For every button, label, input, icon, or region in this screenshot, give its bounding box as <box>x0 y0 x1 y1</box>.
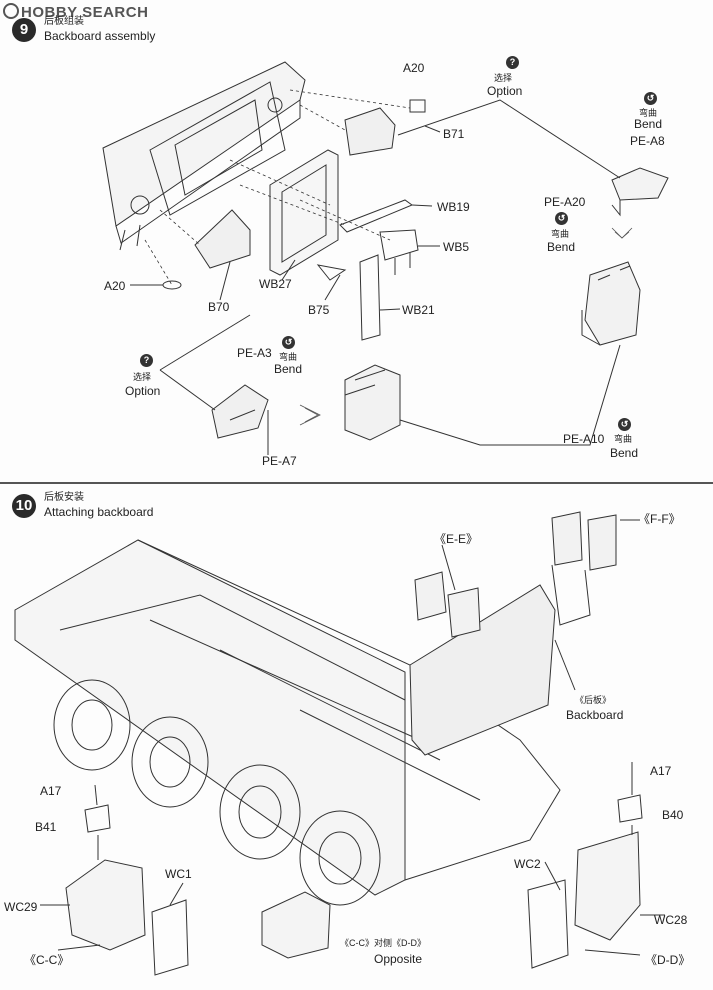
arrow-icon <box>299 227 633 426</box>
pe-a8-part <box>611 167 669 201</box>
label-cc: 《C-C》 <box>24 953 70 967</box>
pe-a7-part <box>211 384 269 439</box>
option-icon: ? <box>140 354 153 367</box>
label-option-cn: 选择 <box>494 73 513 83</box>
wheel-2 <box>131 716 209 808</box>
wheel-4 <box>299 810 381 906</box>
step-9-title-en: Backboard assembly <box>44 29 156 43</box>
label-wc28: WC28 <box>654 913 688 927</box>
label-a20-left: A20 <box>104 279 126 293</box>
label-bend-en-2: Bend <box>547 240 576 254</box>
label-wb21: WB21 <box>402 303 435 317</box>
step-9-badge: 9 <box>12 18 36 42</box>
hull-part <box>14 539 406 896</box>
wheel-1 <box>53 679 131 771</box>
label-option-cn-2: 选择 <box>133 372 152 382</box>
label-bend-cn-2: 弯曲 <box>551 229 570 239</box>
label-pe-a3: PE-A3 <box>237 346 272 360</box>
label-b41: B41 <box>35 820 57 834</box>
label-wb19: WB19 <box>437 200 470 214</box>
label-dd: 《D-D》 <box>645 953 691 967</box>
label-wb27: WB27 <box>259 277 292 291</box>
label-backboard-cn: 《后板》 <box>575 695 612 705</box>
label-option-en: Option <box>487 84 523 98</box>
logo-icon <box>3 3 19 19</box>
wc28-part <box>574 831 641 941</box>
jerrycan-ff-2 <box>587 514 617 571</box>
label-ff: 《F-F》 <box>638 512 681 526</box>
label-bend-en-3: Bend <box>274 362 303 376</box>
jerrycan-ee-2 <box>447 587 481 638</box>
label-wc29: WC29 <box>4 900 38 914</box>
bend-icon: ↺ <box>618 418 631 431</box>
jerrycan-ee-1 <box>414 571 447 621</box>
label-option-en-2: Option <box>125 384 161 398</box>
label-wb5: WB5 <box>443 240 470 254</box>
label-a17-left: A17 <box>40 784 62 798</box>
b41-part <box>84 804 111 833</box>
label-bend-cn: 弯曲 <box>639 108 658 118</box>
watermark: HOBBY SEARCH <box>3 3 148 21</box>
option-icon: ? <box>506 56 519 69</box>
b40-part <box>617 794 643 823</box>
step-10-badge: 10 <box>12 494 36 518</box>
label-b71: B71 <box>443 127 465 141</box>
wheel-3 <box>219 764 301 860</box>
b70-part <box>194 209 251 269</box>
wc1-part <box>151 899 189 976</box>
label-wc2: WC2 <box>514 857 541 871</box>
a20-part <box>409 99 426 113</box>
a20-left-part <box>162 280 182 290</box>
label-pe-a20: PE-A20 <box>544 195 586 209</box>
wc29-part <box>65 859 146 951</box>
opposite-part <box>261 891 331 959</box>
label-bend-cn-4: 弯曲 <box>614 434 633 444</box>
label-cc-dd-cn: 《C-C》对侧《D-D》 <box>340 938 426 948</box>
wb19-part <box>339 199 414 233</box>
wc2-part <box>527 879 569 969</box>
label-a17-right: A17 <box>650 764 672 778</box>
step-10-title-en: Attaching backboard <box>44 505 154 519</box>
jerrycan-b-part <box>344 364 401 441</box>
bend-icon: ↺ <box>282 336 295 349</box>
step-divider <box>0 482 713 484</box>
label-bend-cn-3: 弯曲 <box>279 352 298 362</box>
label-opposite: Opposite <box>374 952 423 966</box>
wb21-part <box>359 254 381 341</box>
label-pe-a7: PE-A7 <box>262 454 297 468</box>
step-9-title-cn: 后板组装 <box>44 16 84 27</box>
label-b70: B70 <box>208 300 230 314</box>
wb5-part <box>379 229 419 261</box>
label-b40: B40 <box>662 808 684 822</box>
bend-icon: ↺ <box>555 212 568 225</box>
label-ee: 《E-E》 <box>434 532 479 546</box>
jerrycan-a-part <box>584 261 641 346</box>
b71-part <box>344 107 396 156</box>
backboard-part <box>102 61 306 251</box>
jerrycan-ff-1 <box>551 511 583 566</box>
label-b75: B75 <box>308 303 330 317</box>
wb27-part <box>269 149 339 276</box>
label-a20-top: A20 <box>403 61 425 75</box>
bend-icon: ↺ <box>644 92 657 105</box>
label-bend-en: Bend <box>634 117 663 131</box>
backboard-mounted-part <box>409 584 556 756</box>
label-pe-a8: PE-A8 <box>630 134 665 148</box>
label-backboard-en: Backboard <box>566 708 624 722</box>
label-bend-en-4: Bend <box>610 446 639 460</box>
label-pe-a10: PE-A10 <box>563 432 605 446</box>
b75-part <box>316 264 347 281</box>
label-wc1: WC1 <box>165 867 192 881</box>
step-10-title-cn: 后板安装 <box>44 492 84 503</box>
